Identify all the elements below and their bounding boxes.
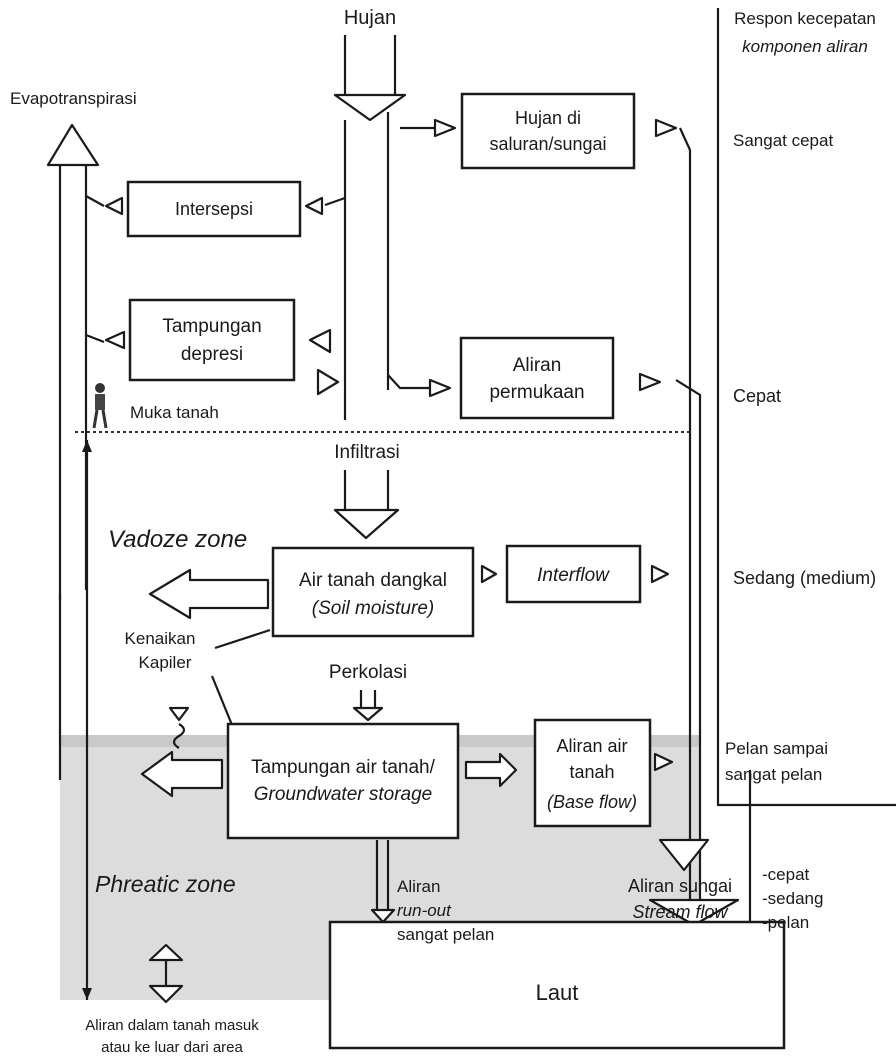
label-aliran-permukaan-2: permukaan: [489, 382, 584, 403]
label-aliran-dalam-2: atau ke luar dari area: [101, 1039, 243, 1056]
label-laut: Laut: [536, 980, 579, 1005]
speed-pelan-2: sangat pelan: [725, 765, 822, 784]
label-intersepsi: Intersepsi: [175, 199, 253, 219]
label-hujan-saluran-2: saluran/sungai: [489, 134, 606, 154]
label-muka-tanah: Muka tanah: [130, 403, 219, 422]
label-air-tanah-dangkal-2: (Soil moisture): [312, 598, 434, 619]
label-tampungan-air-tanah-2: Groundwater storage: [254, 784, 433, 805]
label-aliran-air-tanah-1: Aliran air: [556, 736, 627, 756]
label-runout-1: Aliran: [397, 877, 440, 896]
zone-axis-top-head: [82, 440, 92, 452]
label-aliran-dalam-1: Aliran dalam tanah masuk: [85, 1017, 259, 1034]
label-tampungan-depresi-1: Tampungan: [162, 316, 261, 337]
arrow-to-permukaan: [430, 380, 450, 396]
label-infiltrasi: Infiltrasi: [334, 442, 399, 463]
label-kenaikan-2: Kapiler: [139, 653, 192, 672]
water-table-marker: [170, 708, 188, 720]
label-runout-2: run-out: [397, 901, 452, 920]
label-tampungan-air-tanah-1: Tampungan air tanah/: [251, 757, 436, 778]
legend-cepat: -cepat: [762, 865, 810, 884]
legend-pelan: -pelan: [762, 913, 809, 932]
perkolasi-arrow: [354, 690, 382, 720]
evapotranspirasi-arrow: [48, 125, 104, 780]
person-figure: [94, 383, 106, 428]
flow-to-permukaan: [388, 375, 430, 388]
arrow-from-hujan-saluran: [656, 120, 676, 136]
arrow-kapiler-up: [215, 630, 270, 648]
arrow-intersepsi-evap: [106, 198, 122, 214]
box-air-tanah-dangkal: [273, 548, 473, 636]
legend-sedang: -sedang: [762, 889, 823, 908]
speed-cepat: Cepat: [733, 386, 781, 406]
box-groundwater-storage: [228, 724, 458, 838]
arrow-to-intersepsi: [306, 198, 322, 214]
arrow-soil-evap: [150, 570, 268, 618]
box-hujan-saluran: [462, 94, 634, 168]
label-respon-title-1: Respon kecepatan: [734, 9, 876, 28]
speed-pelan-1: Pelan sampai: [725, 739, 828, 758]
infiltrasi-arrow: [335, 470, 398, 538]
label-evapotranspirasi: Evapotranspirasi: [10, 89, 137, 108]
label-interflow: Interflow: [537, 565, 610, 586]
label-aliran-permukaan-1: Aliran: [513, 355, 562, 376]
label-phreatic-zone: Phreatic zone: [95, 871, 236, 897]
box-aliran-permukaan: [461, 338, 613, 418]
response-panel-border: [718, 8, 896, 805]
arrow-from-interflow: [652, 566, 668, 582]
label-hujan-saluran-1: Hujan di: [515, 108, 581, 128]
speed-sangat-cepat: Sangat cepat: [733, 131, 833, 150]
label-respon-title-2: komponen aliran: [742, 37, 868, 56]
label-runout-3: sangat pelan: [397, 925, 494, 944]
arrow-to-hujan-saluran: [435, 120, 455, 136]
label-tampungan-depresi-2: depresi: [181, 344, 243, 365]
arrow-to-depresi: [310, 330, 330, 352]
label-air-tanah-dangkal-1: Air tanah dangkal: [299, 570, 447, 591]
label-kenaikan-1: Kenaikan: [125, 629, 196, 648]
label-aliran-air-tanah-3: (Base flow): [547, 792, 637, 812]
speed-sedang: Sedang (medium): [733, 568, 876, 588]
hujan-input-arrow: [335, 35, 405, 120]
label-vadoze-zone: Vadoze zone: [108, 526, 247, 553]
box-tampungan-depresi: [130, 300, 294, 380]
label-perkolasi: Perkolasi: [329, 662, 407, 683]
label-aliran-air-tanah-2: tanah: [569, 762, 614, 782]
arrow-to-interflow: [482, 566, 496, 582]
label-aliran-sungai-1: Aliran sungai: [628, 876, 732, 896]
arrow-from-permukaan: [640, 374, 660, 390]
label-hujan: Hujan: [344, 7, 396, 29]
arrow-from-depresi: [318, 370, 338, 394]
arrow-depresi-evap: [106, 332, 124, 348]
arrow-kapiler-lower: [212, 676, 232, 725]
flow-to-intersepsi: [325, 198, 345, 205]
label-aliran-sungai-2: Stream flow: [632, 902, 728, 922]
